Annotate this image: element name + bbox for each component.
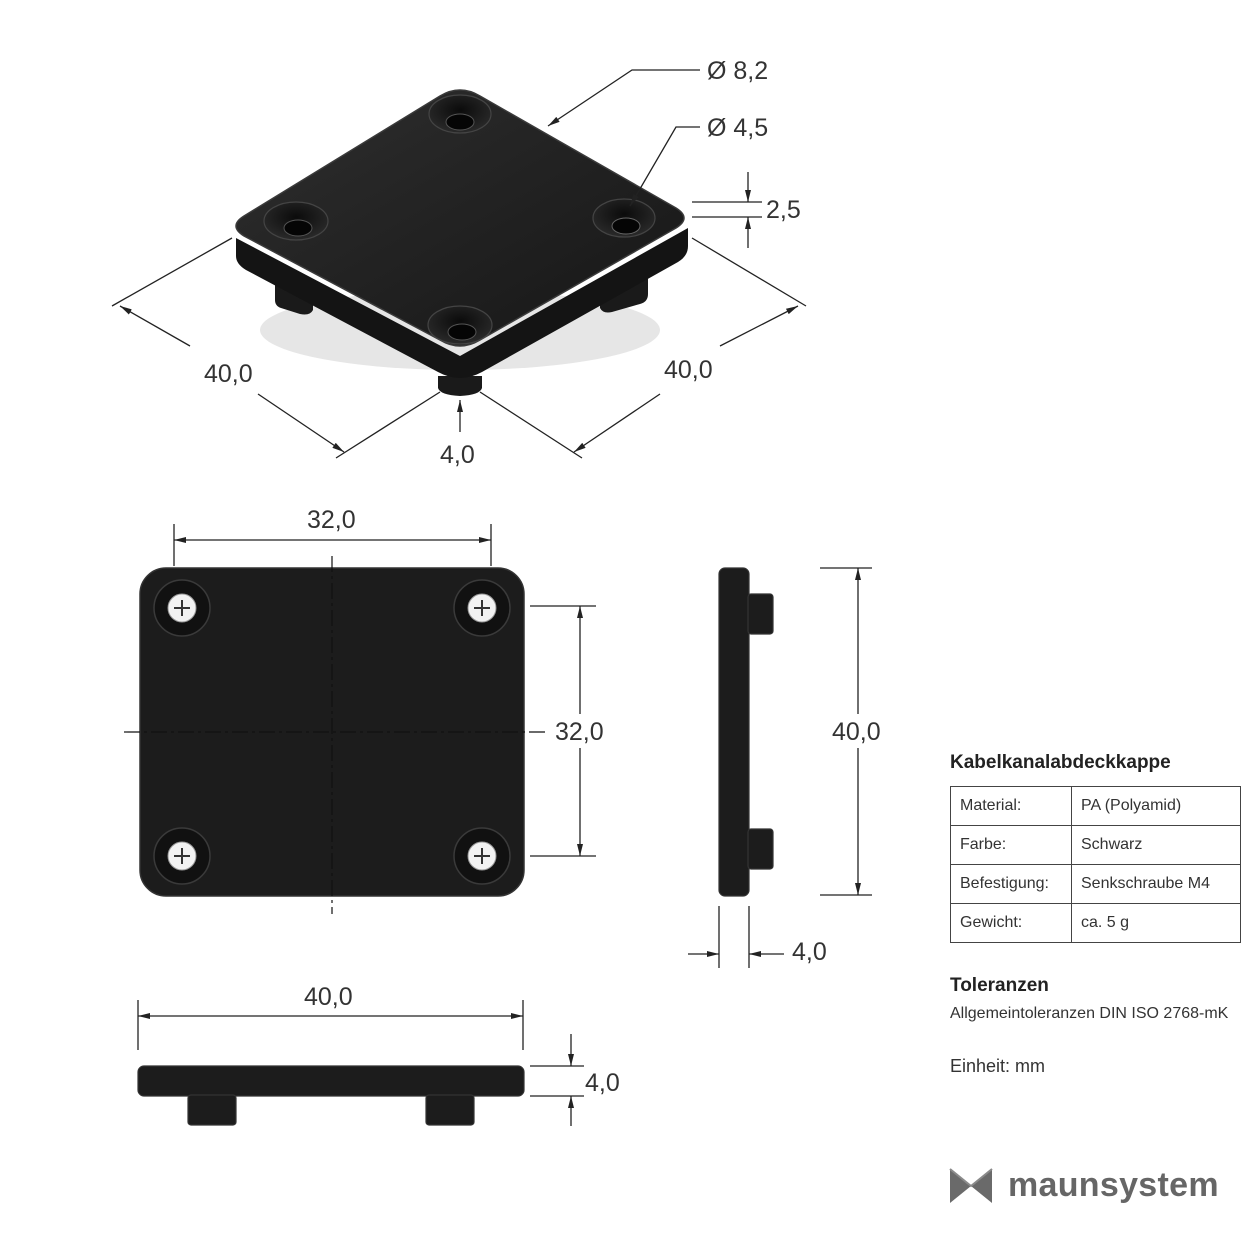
isometric-view: Ø 8,2 Ø 4,5 2,5 40,0 40,0 4,0 <box>111 57 807 469</box>
table-row: Material: PA (Polyamid) <box>950 786 1241 826</box>
ext-left-a <box>111 237 233 307</box>
side-foot-bottom <box>747 828 774 870</box>
side-foot-top <box>747 593 774 635</box>
front-view: 40,0 4,0 <box>137 983 620 1126</box>
label-hole-outer: Ø 8,2 <box>707 57 768 85</box>
dim-left-b <box>257 393 345 453</box>
label-bg-spacing-y <box>548 714 614 748</box>
unit-text: Einheit: mm <box>950 1056 1046 1076</box>
spec-key: Farbe: <box>950 825 1072 865</box>
product-title: Kabelkanalabdeckkappe <box>950 752 1171 773</box>
iso-hole-top <box>428 94 492 134</box>
brand-name: maunsystem <box>1008 1166 1219 1204</box>
tolerance-title: Toleranzen <box>950 975 1049 996</box>
iso-hole-bottom <box>427 305 493 345</box>
iso-foot-front <box>438 376 482 396</box>
table-row: Gewicht: ca. 5 g <box>950 903 1241 943</box>
leader-hole-inner <box>629 126 700 207</box>
dim-right-a <box>719 305 799 347</box>
spec-table: Material: PA (Polyamid) Farbe: Schwarz B… <box>950 786 1241 943</box>
spec-value: Schwarz <box>1071 825 1241 865</box>
ext-left-b <box>335 391 441 459</box>
brand-logo: maunsystem <box>948 1166 1219 1205</box>
spec-key: Material: <box>950 786 1072 826</box>
label-side-height: 40,0 <box>832 718 881 746</box>
table-row: Befestigung: Senkschraube M4 <box>950 864 1241 904</box>
label-bottom-width: 40,0 <box>304 983 353 1011</box>
dim-left-a <box>119 305 191 347</box>
dim-right-b <box>573 393 661 453</box>
spec-key: Gewicht: <box>950 903 1072 943</box>
screw-hole-bottom-right <box>453 827 511 885</box>
label-iso-width-left: 40,0 <box>204 360 253 388</box>
label-bg-side-height <box>828 714 890 748</box>
label-side-thickness: 4,0 <box>792 938 827 966</box>
iso-hole-left <box>263 201 329 241</box>
ext-right-b <box>479 391 583 459</box>
label-hole-spacing-y: 32,0 <box>555 718 604 746</box>
screw-hole-top-left <box>153 579 211 637</box>
leader-hole-outer <box>547 69 700 127</box>
spec-key: Befestigung: <box>950 864 1072 904</box>
iso-hole-right <box>592 198 656 238</box>
front-plate <box>137 1065 525 1097</box>
maunsystem-logo-icon <box>949 1167 993 1203</box>
front-foot-right <box>425 1094 475 1126</box>
spec-value: PA (Polyamid) <box>1071 786 1241 826</box>
screw-hole-bottom-left <box>153 827 211 885</box>
label-counterbore-depth: 2,5 <box>766 196 801 224</box>
screw-hole-top-right <box>453 579 511 637</box>
label-hole-inner: Ø 4,5 <box>707 114 768 142</box>
top-view: 32,0 32,0 <box>124 506 614 914</box>
label-iso-height: 4,0 <box>440 441 475 469</box>
label-hole-spacing-x: 32,0 <box>307 506 356 534</box>
label-bottom-thickness: 4,0 <box>585 1069 620 1097</box>
spec-value: Senkschraube M4 <box>1071 864 1241 904</box>
ext-right-a <box>691 237 807 307</box>
front-foot-left <box>187 1094 237 1126</box>
tolerance-text: Allgemeintoleranzen DIN ISO 2768-mK <box>950 1005 1229 1022</box>
table-row: Farbe: Schwarz <box>950 825 1241 865</box>
info-panel: Kabelkanalabdeckkappe Material: PA (Poly… <box>950 752 1242 1077</box>
spec-value: ca. 5 g <box>1071 903 1241 943</box>
side-plate <box>718 567 750 897</box>
side-view: 40,0 4,0 <box>688 567 890 968</box>
label-iso-width-right: 40,0 <box>664 356 713 384</box>
iso-plate-side <box>236 228 688 378</box>
